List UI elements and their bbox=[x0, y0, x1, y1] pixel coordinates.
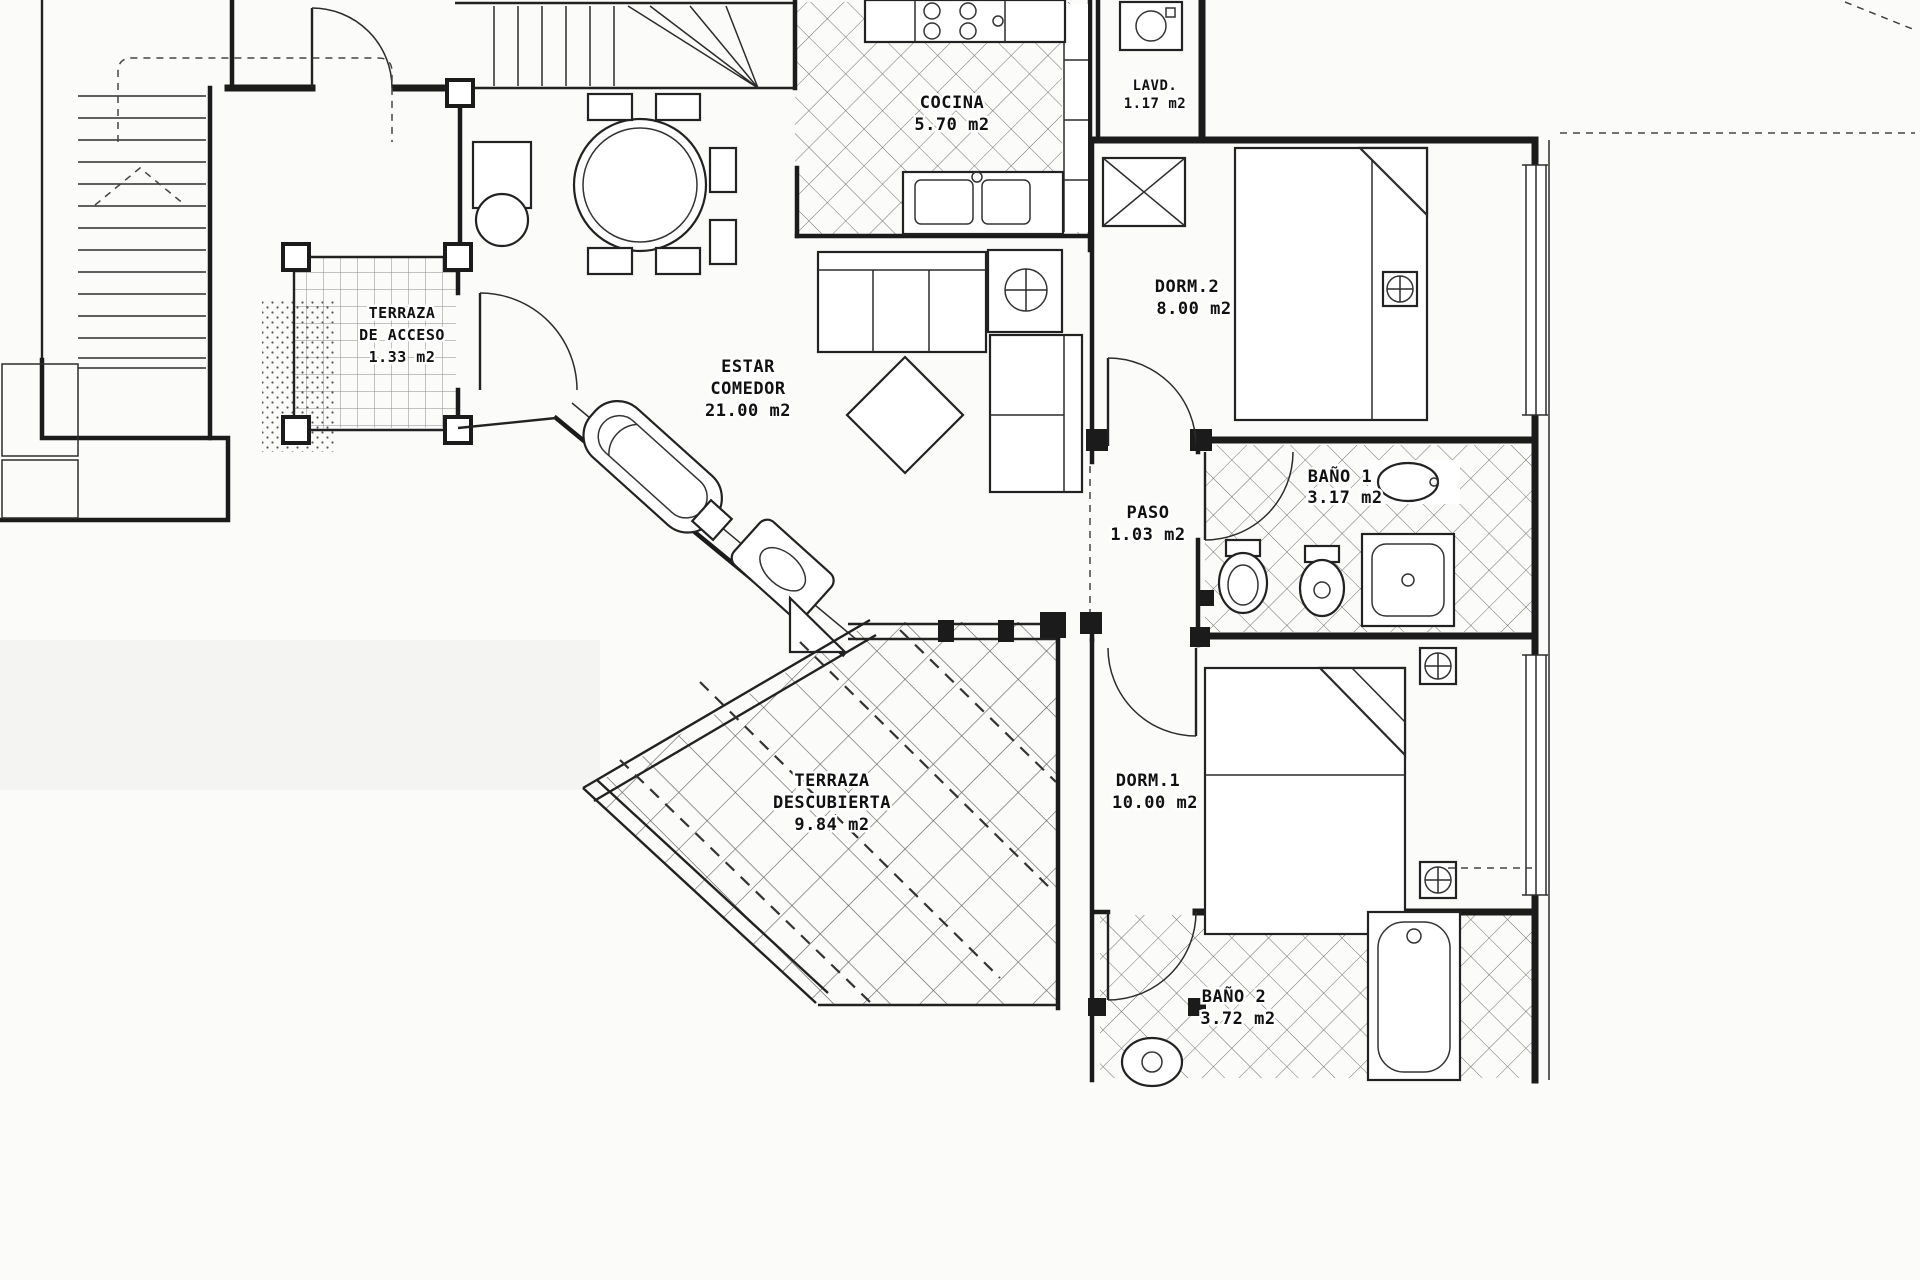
angled-stool bbox=[690, 498, 734, 542]
label-cocina: COCINA bbox=[920, 93, 984, 113]
laundry bbox=[1095, 0, 1206, 144]
curved-hearth bbox=[582, 400, 723, 534]
plant bbox=[474, 192, 530, 248]
open-terrace bbox=[582, 612, 1102, 1011]
label-lavadero-area: 1.17 m2 bbox=[1124, 96, 1187, 112]
kitchen bbox=[794, 0, 1093, 334]
sofa bbox=[816, 250, 988, 354]
label-estar: ESTAR bbox=[721, 357, 775, 377]
column bbox=[443, 242, 473, 272]
label-terraza-acceso: TERRAZA bbox=[369, 304, 436, 322]
label-bano1: BAÑO 1 bbox=[1308, 464, 1372, 487]
label-estar-area: 21.00 m2 bbox=[705, 401, 791, 421]
washing-machine bbox=[1118, 0, 1184, 52]
label-estar-2: COMEDOR bbox=[710, 379, 785, 399]
bedroom-2 bbox=[1086, 136, 1550, 1084]
kitchen-counter bbox=[863, 0, 1067, 44]
window bbox=[1522, 654, 1548, 896]
terrace-beam-dashes bbox=[619, 629, 1057, 1003]
washbasin bbox=[1120, 1036, 1184, 1088]
label-terraza-acceso-area: 1.33 m2 bbox=[369, 348, 436, 366]
faucet bbox=[971, 171, 983, 183]
toilet bbox=[1217, 538, 1269, 615]
open-terrace-tiles bbox=[585, 622, 1058, 1005]
dining-chair bbox=[708, 218, 738, 266]
hall-door-swing bbox=[311, 7, 393, 89]
dorm1-door-swing bbox=[1107, 647, 1197, 737]
column bbox=[281, 415, 311, 445]
column bbox=[281, 242, 311, 272]
bathroom-1 bbox=[1194, 451, 1539, 640]
entry-hall bbox=[117, 0, 475, 253]
mullion bbox=[938, 620, 954, 642]
bathroom-2 bbox=[1088, 910, 1462, 1088]
upper-stair-flight bbox=[455, 0, 798, 91]
label-dorm1-area: 10.00 m2 bbox=[1112, 793, 1198, 813]
access-terrace bbox=[281, 242, 578, 445]
sink-bowl bbox=[981, 179, 1031, 225]
column bbox=[1088, 998, 1106, 1016]
entry-door-swing bbox=[479, 292, 578, 391]
shower-tray bbox=[1360, 532, 1456, 628]
column bbox=[1040, 612, 1066, 638]
dining-chair bbox=[654, 246, 702, 276]
column bbox=[1190, 429, 1212, 451]
stairwell bbox=[0, 0, 231, 523]
label-paso-area: 1.03 m2 bbox=[1110, 525, 1185, 545]
bidet bbox=[1298, 544, 1346, 618]
label-terraza-acceso-2: DE ACCESO bbox=[359, 326, 445, 344]
dining-chair bbox=[708, 146, 738, 194]
label-bano2: BAÑO 2 bbox=[1202, 984, 1266, 1007]
column bbox=[445, 78, 475, 108]
column bbox=[1086, 429, 1108, 451]
label-paso: PASO bbox=[1127, 503, 1170, 523]
label-lavadero: LAVD. bbox=[1133, 78, 1178, 94]
column bbox=[1188, 998, 1206, 1016]
label-bano1-area: 3.17 m2 bbox=[1307, 488, 1382, 508]
coffee-table bbox=[845, 355, 965, 475]
label-dorm1: DORM.1 bbox=[1116, 771, 1180, 791]
label-cocina-area: 5.70 m2 bbox=[914, 115, 989, 135]
column bbox=[443, 415, 473, 445]
dining-chair bbox=[586, 246, 634, 276]
bathtub bbox=[1366, 910, 1462, 1082]
bedroom-1 bbox=[1089, 637, 1548, 1083]
label-terraza-desc-area: 9.84 m2 bbox=[794, 815, 869, 835]
label-terraza-desc-2: DESCUBIERTA bbox=[773, 793, 891, 813]
planter-basin bbox=[730, 518, 835, 620]
label-terraza-desc: TERRAZA bbox=[794, 771, 869, 791]
scan-streak bbox=[0, 640, 600, 790]
hall-guide-dashes bbox=[117, 57, 393, 142]
room-labels: COCINA 5.70 m2 LAVD. 1.17 m2 DORM.2 8.00… bbox=[357, 76, 1385, 1032]
dining-table bbox=[572, 117, 708, 253]
window bbox=[1522, 164, 1548, 416]
living-room bbox=[457, 137, 1095, 658]
dining-chair bbox=[654, 92, 702, 122]
bath2-door-swing bbox=[1107, 911, 1197, 1001]
side-cabinet bbox=[986, 248, 1064, 334]
stair-direction-arrow bbox=[94, 167, 186, 206]
sofa-2 bbox=[988, 333, 1084, 494]
label-dorm2: DORM.2 bbox=[1155, 277, 1219, 297]
column bbox=[1198, 590, 1214, 606]
washbasin bbox=[1376, 461, 1440, 503]
label-dorm2-area: 8.00 m2 bbox=[1156, 299, 1231, 319]
stair-treads bbox=[78, 95, 206, 359]
hob-burners bbox=[923, 2, 1004, 40]
mullion bbox=[998, 620, 1014, 642]
dining-chair bbox=[586, 92, 634, 122]
column bbox=[1080, 612, 1102, 634]
label-bano2-area: 3.72 m2 bbox=[1200, 1009, 1275, 1029]
dining-set bbox=[471, 92, 738, 276]
sink-bowl bbox=[914, 179, 974, 225]
dorm2-door-swing bbox=[1107, 357, 1197, 447]
bath1-door-swing bbox=[1204, 451, 1294, 541]
